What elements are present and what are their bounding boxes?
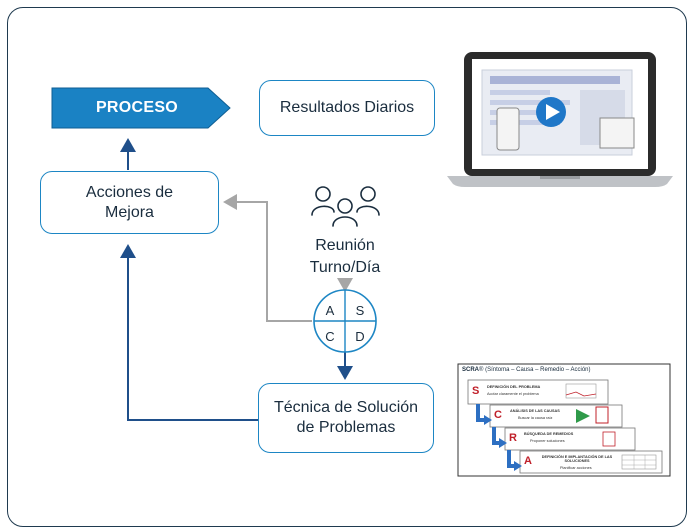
scra-step-s-title: DEFINICIÓN DEL PROBLEMA [487,385,541,389]
scra-title: SCRA® (Síntoma – Causa – Remedio – Acció… [462,367,591,373]
scra-step-s-sub: Acotar claramente el problema [487,392,539,396]
scra-step-c-sub: Buscar la causa raíz [518,416,553,420]
scra-letter-a: A [524,455,532,467]
people-group-icon [311,186,380,227]
arrow-tecnica-to-acciones [120,244,258,421]
pdca-d: D [355,329,365,344]
scra-step-c-title: ANÁLISIS DE LAS CAUSAS [510,409,560,413]
scra-letter-c: C [494,409,502,421]
pdca-s: S [355,303,365,318]
reunion-label: Reunión Turno/Día [309,237,381,276]
proceso-label: PROCESO [95,99,179,116]
proceso-shape [51,87,231,129]
acciones-de-mejora-box: Acciones de Mejora [40,171,219,234]
scra-step-a-sub: Planificar acciones [560,466,592,470]
connector-layer [51,52,673,477]
scra-step-a-title: DEFINICIÓN E IMPLANTACIÓN DE LAS SOLUCIO… [541,455,613,463]
scra-step-r-title: BÚSQUEDA DE REMEDIOS [524,432,574,436]
scra-document-thumbnail [457,363,671,477]
scra-letter-s: S [472,385,480,397]
scra-step-r-sub: Proponer soluciones [530,439,565,443]
tecnica-solucion-box: Técnica de Solución de Problemas [258,383,434,453]
resultados-diarios-box: Resultados Diarios [259,80,435,136]
pdca-c: C [325,329,335,344]
laptop-video-thumbnail [447,52,673,187]
pdca-a: A [325,303,335,318]
arrow-pdca-to-acciones [223,194,312,322]
scra-letter-r: R [509,432,517,444]
